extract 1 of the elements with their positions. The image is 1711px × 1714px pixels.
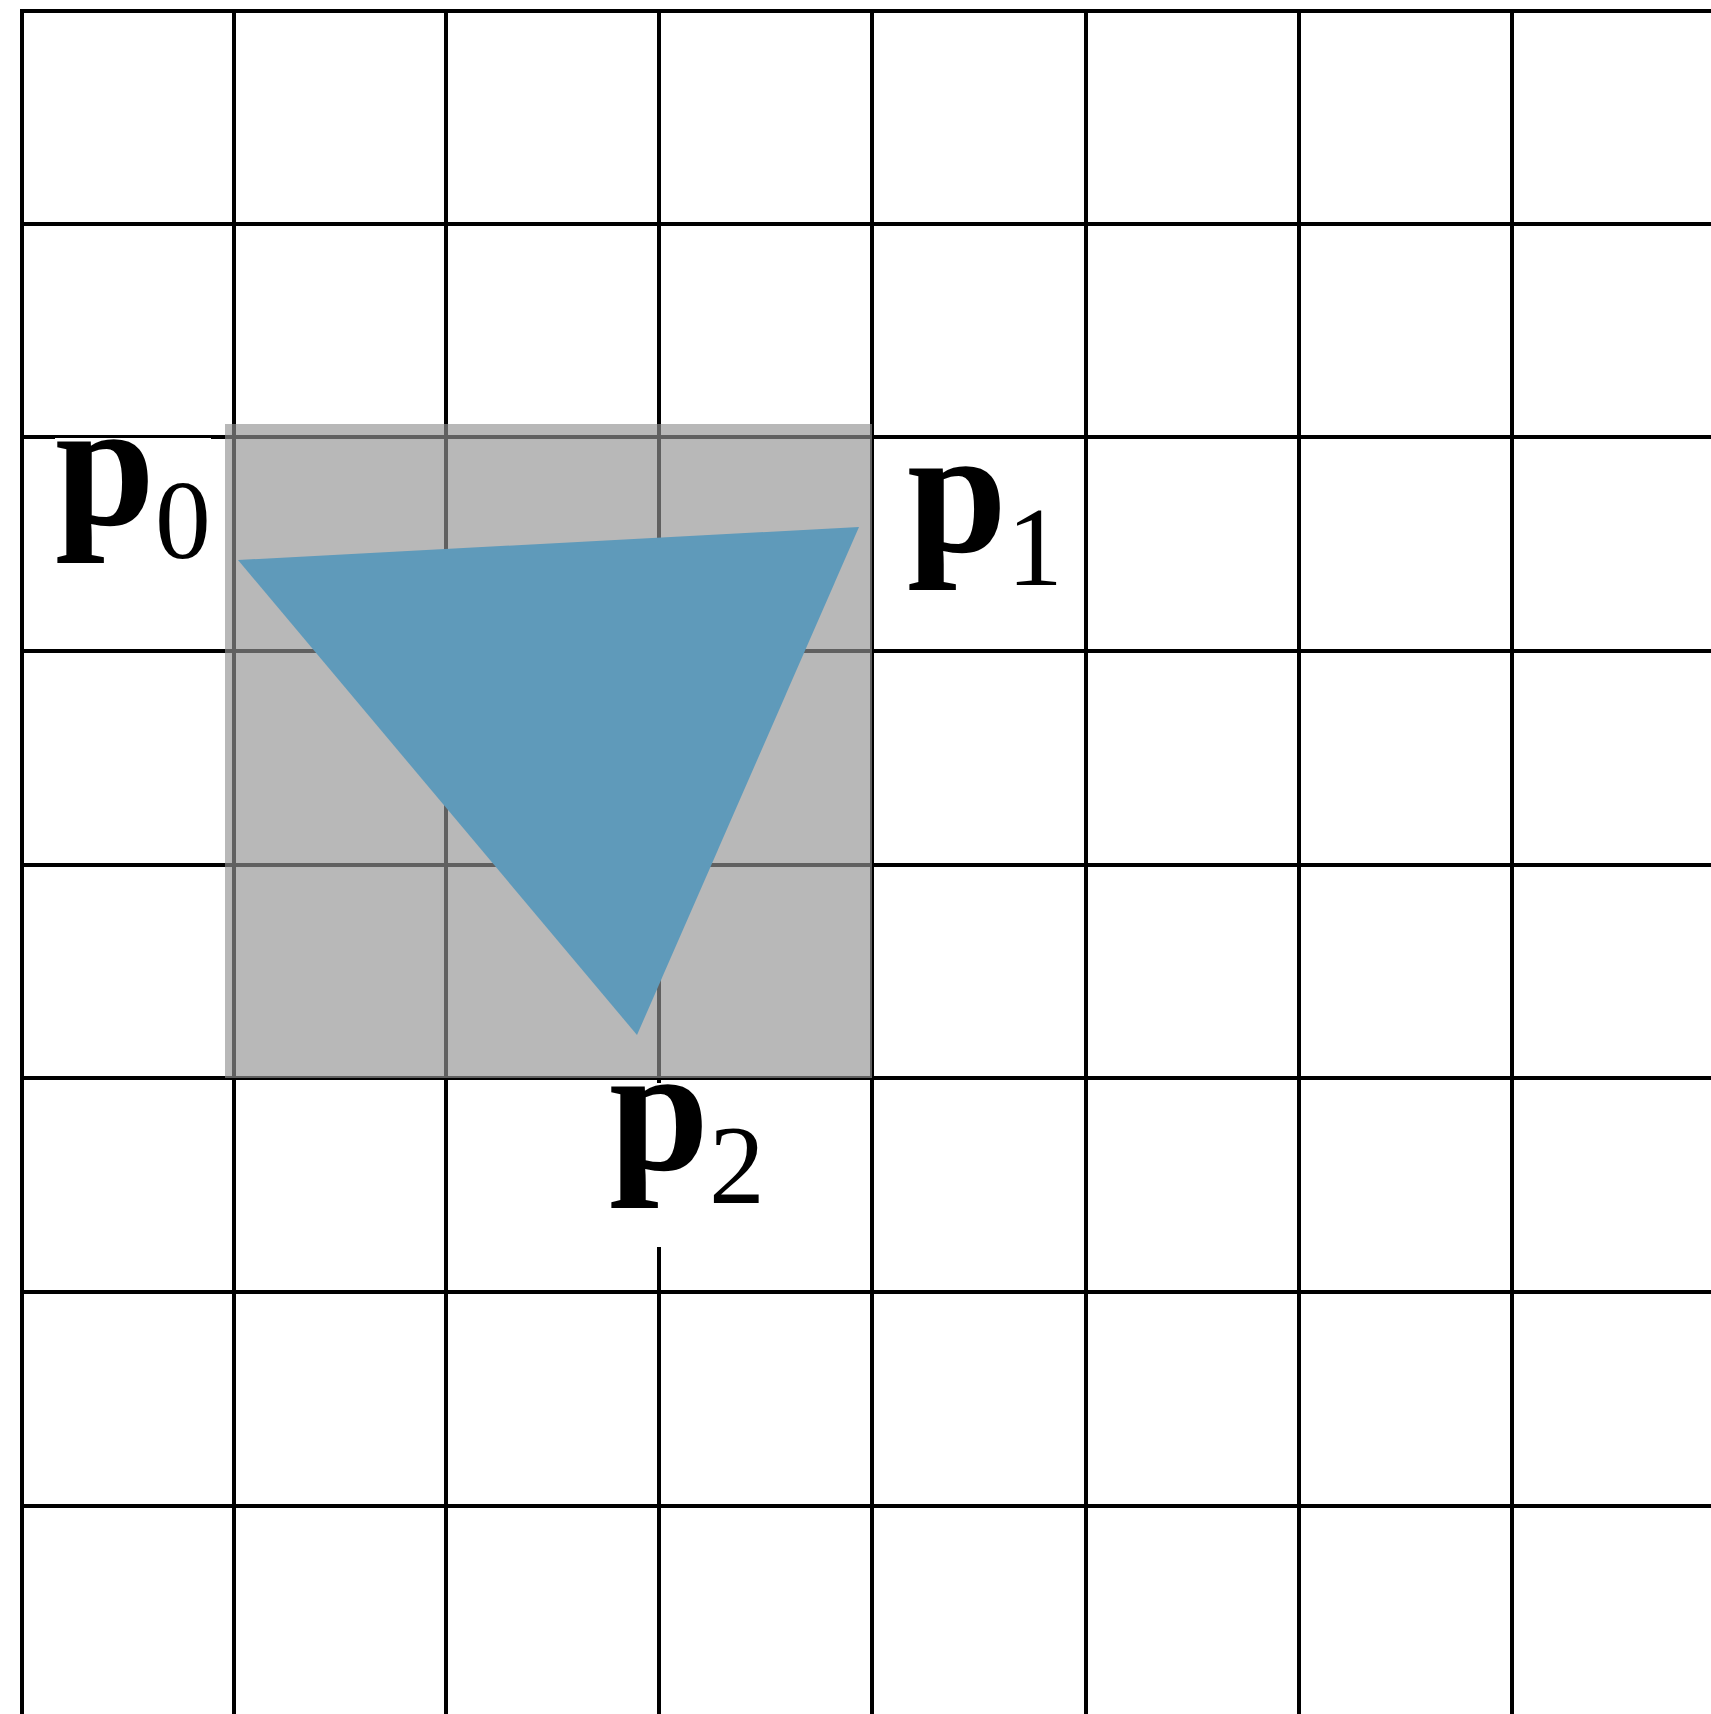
- triangle: [238, 527, 859, 1035]
